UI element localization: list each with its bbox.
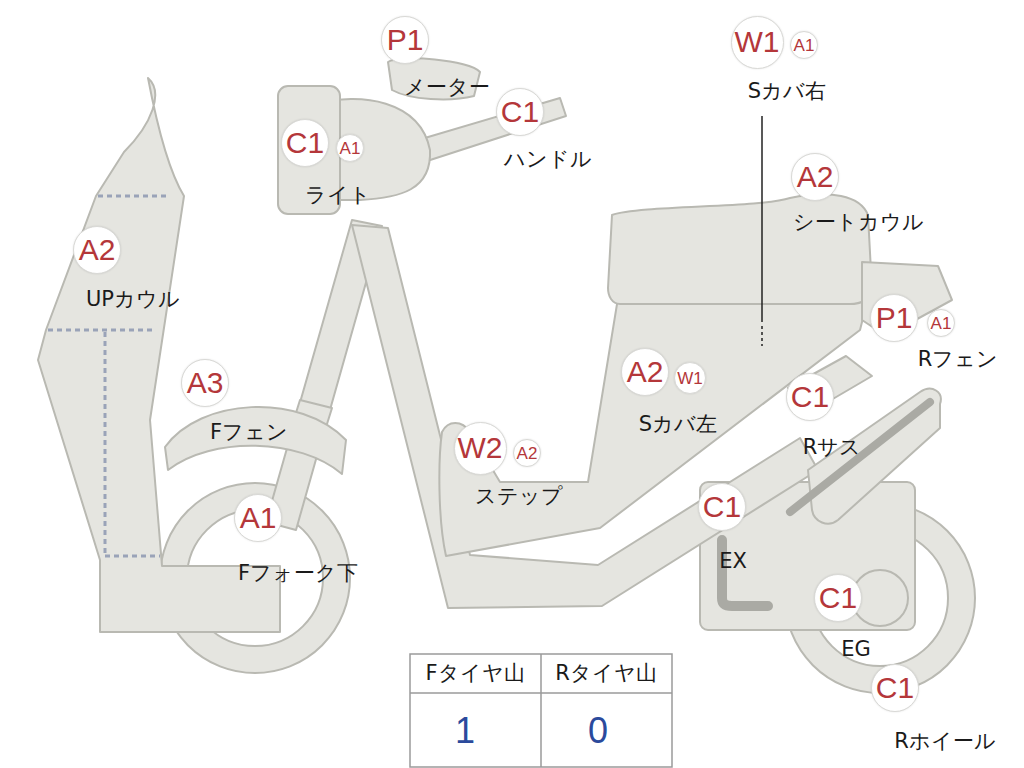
part-name: Sカバ左 bbox=[639, 413, 717, 436]
grade-circle: A1 bbox=[234, 494, 282, 542]
grade-circle: C1 bbox=[496, 88, 544, 136]
part-name: EG bbox=[841, 638, 871, 661]
damage-code: C1 bbox=[703, 492, 741, 522]
panel-seam bbox=[104, 332, 107, 556]
part-name: EX bbox=[719, 550, 747, 573]
part-name: Rフェン bbox=[918, 348, 999, 371]
panel-seam bbox=[48, 329, 155, 332]
grade-circle: P1 bbox=[381, 16, 429, 64]
leader-line bbox=[761, 116, 763, 322]
grade-circle: C1 bbox=[871, 664, 919, 712]
damage-code: C1 bbox=[286, 128, 324, 158]
grade-circle: C1 bbox=[786, 373, 834, 421]
damage-code: C1 bbox=[501, 97, 539, 127]
part-name: ハンドル bbox=[504, 148, 592, 171]
grade-circle: C1 bbox=[814, 574, 862, 622]
damage-code: C1 bbox=[876, 673, 914, 703]
damage-code: A2 bbox=[797, 162, 834, 192]
damage-code: A3 bbox=[187, 368, 224, 398]
table-value: 0 bbox=[588, 711, 608, 751]
part-name: Rサス bbox=[803, 436, 862, 459]
damage-code: A1 bbox=[240, 503, 277, 533]
part-name: Fフォーク下 bbox=[238, 562, 358, 585]
front-fender bbox=[165, 407, 346, 474]
sub-grade-circle: A1 bbox=[790, 31, 818, 59]
part-name: ライト bbox=[305, 184, 371, 207]
damage-code: A1 bbox=[794, 37, 815, 54]
panel-seam bbox=[105, 555, 160, 558]
damage-code: C1 bbox=[819, 583, 857, 613]
panel-seam bbox=[98, 195, 170, 198]
leader-line bbox=[761, 326, 763, 346]
part-name: Rホイール bbox=[894, 730, 996, 753]
damage-code: W2 bbox=[458, 433, 503, 463]
table-header: Fタイヤ山 bbox=[425, 662, 524, 685]
part-name: Sカバ右 bbox=[748, 80, 826, 103]
table-value: 1 bbox=[455, 711, 475, 751]
damage-code: A2 bbox=[517, 445, 538, 462]
damage-code: A2 bbox=[627, 357, 664, 387]
side-cover bbox=[439, 298, 868, 556]
grade-circle: A2 bbox=[73, 226, 121, 274]
damage-code: C1 bbox=[791, 382, 829, 412]
damage-code: P1 bbox=[876, 303, 913, 333]
sub-grade-circle: A2 bbox=[513, 439, 541, 467]
damage-code: A2 bbox=[79, 235, 116, 265]
damage-code: P1 bbox=[387, 25, 424, 55]
grade-circle: C1 bbox=[281, 119, 329, 167]
damage-code: A1 bbox=[931, 315, 952, 332]
part-name: UPカウル bbox=[86, 288, 180, 311]
part-name: シートカウル bbox=[793, 211, 924, 234]
grade-circle: W2 bbox=[454, 422, 507, 475]
sub-grade-circle: W1 bbox=[674, 362, 706, 394]
table-frame bbox=[410, 654, 672, 767]
grade-circle: A3 bbox=[181, 359, 229, 407]
damage-code: A1 bbox=[340, 140, 361, 157]
grade-circle: W1 bbox=[731, 16, 784, 69]
damage-code: W1 bbox=[735, 27, 780, 57]
part-name: Fフェン bbox=[210, 421, 288, 444]
part-name: ステップ bbox=[475, 485, 563, 508]
sub-grade-circle: A1 bbox=[336, 134, 364, 162]
table-header: Rタイヤ山 bbox=[555, 662, 657, 685]
sub-grade-circle: A1 bbox=[927, 309, 955, 337]
grade-circle: A2 bbox=[621, 348, 669, 396]
front-cowl bbox=[38, 78, 280, 632]
engine-case bbox=[700, 482, 915, 630]
grade-circle: A2 bbox=[791, 153, 839, 201]
part-name: メーター bbox=[404, 76, 490, 99]
grade-circle: P1 bbox=[870, 294, 918, 342]
grade-circle: C1 bbox=[698, 483, 746, 531]
damage-code: W1 bbox=[677, 370, 703, 387]
table-rule bbox=[540, 654, 542, 767]
